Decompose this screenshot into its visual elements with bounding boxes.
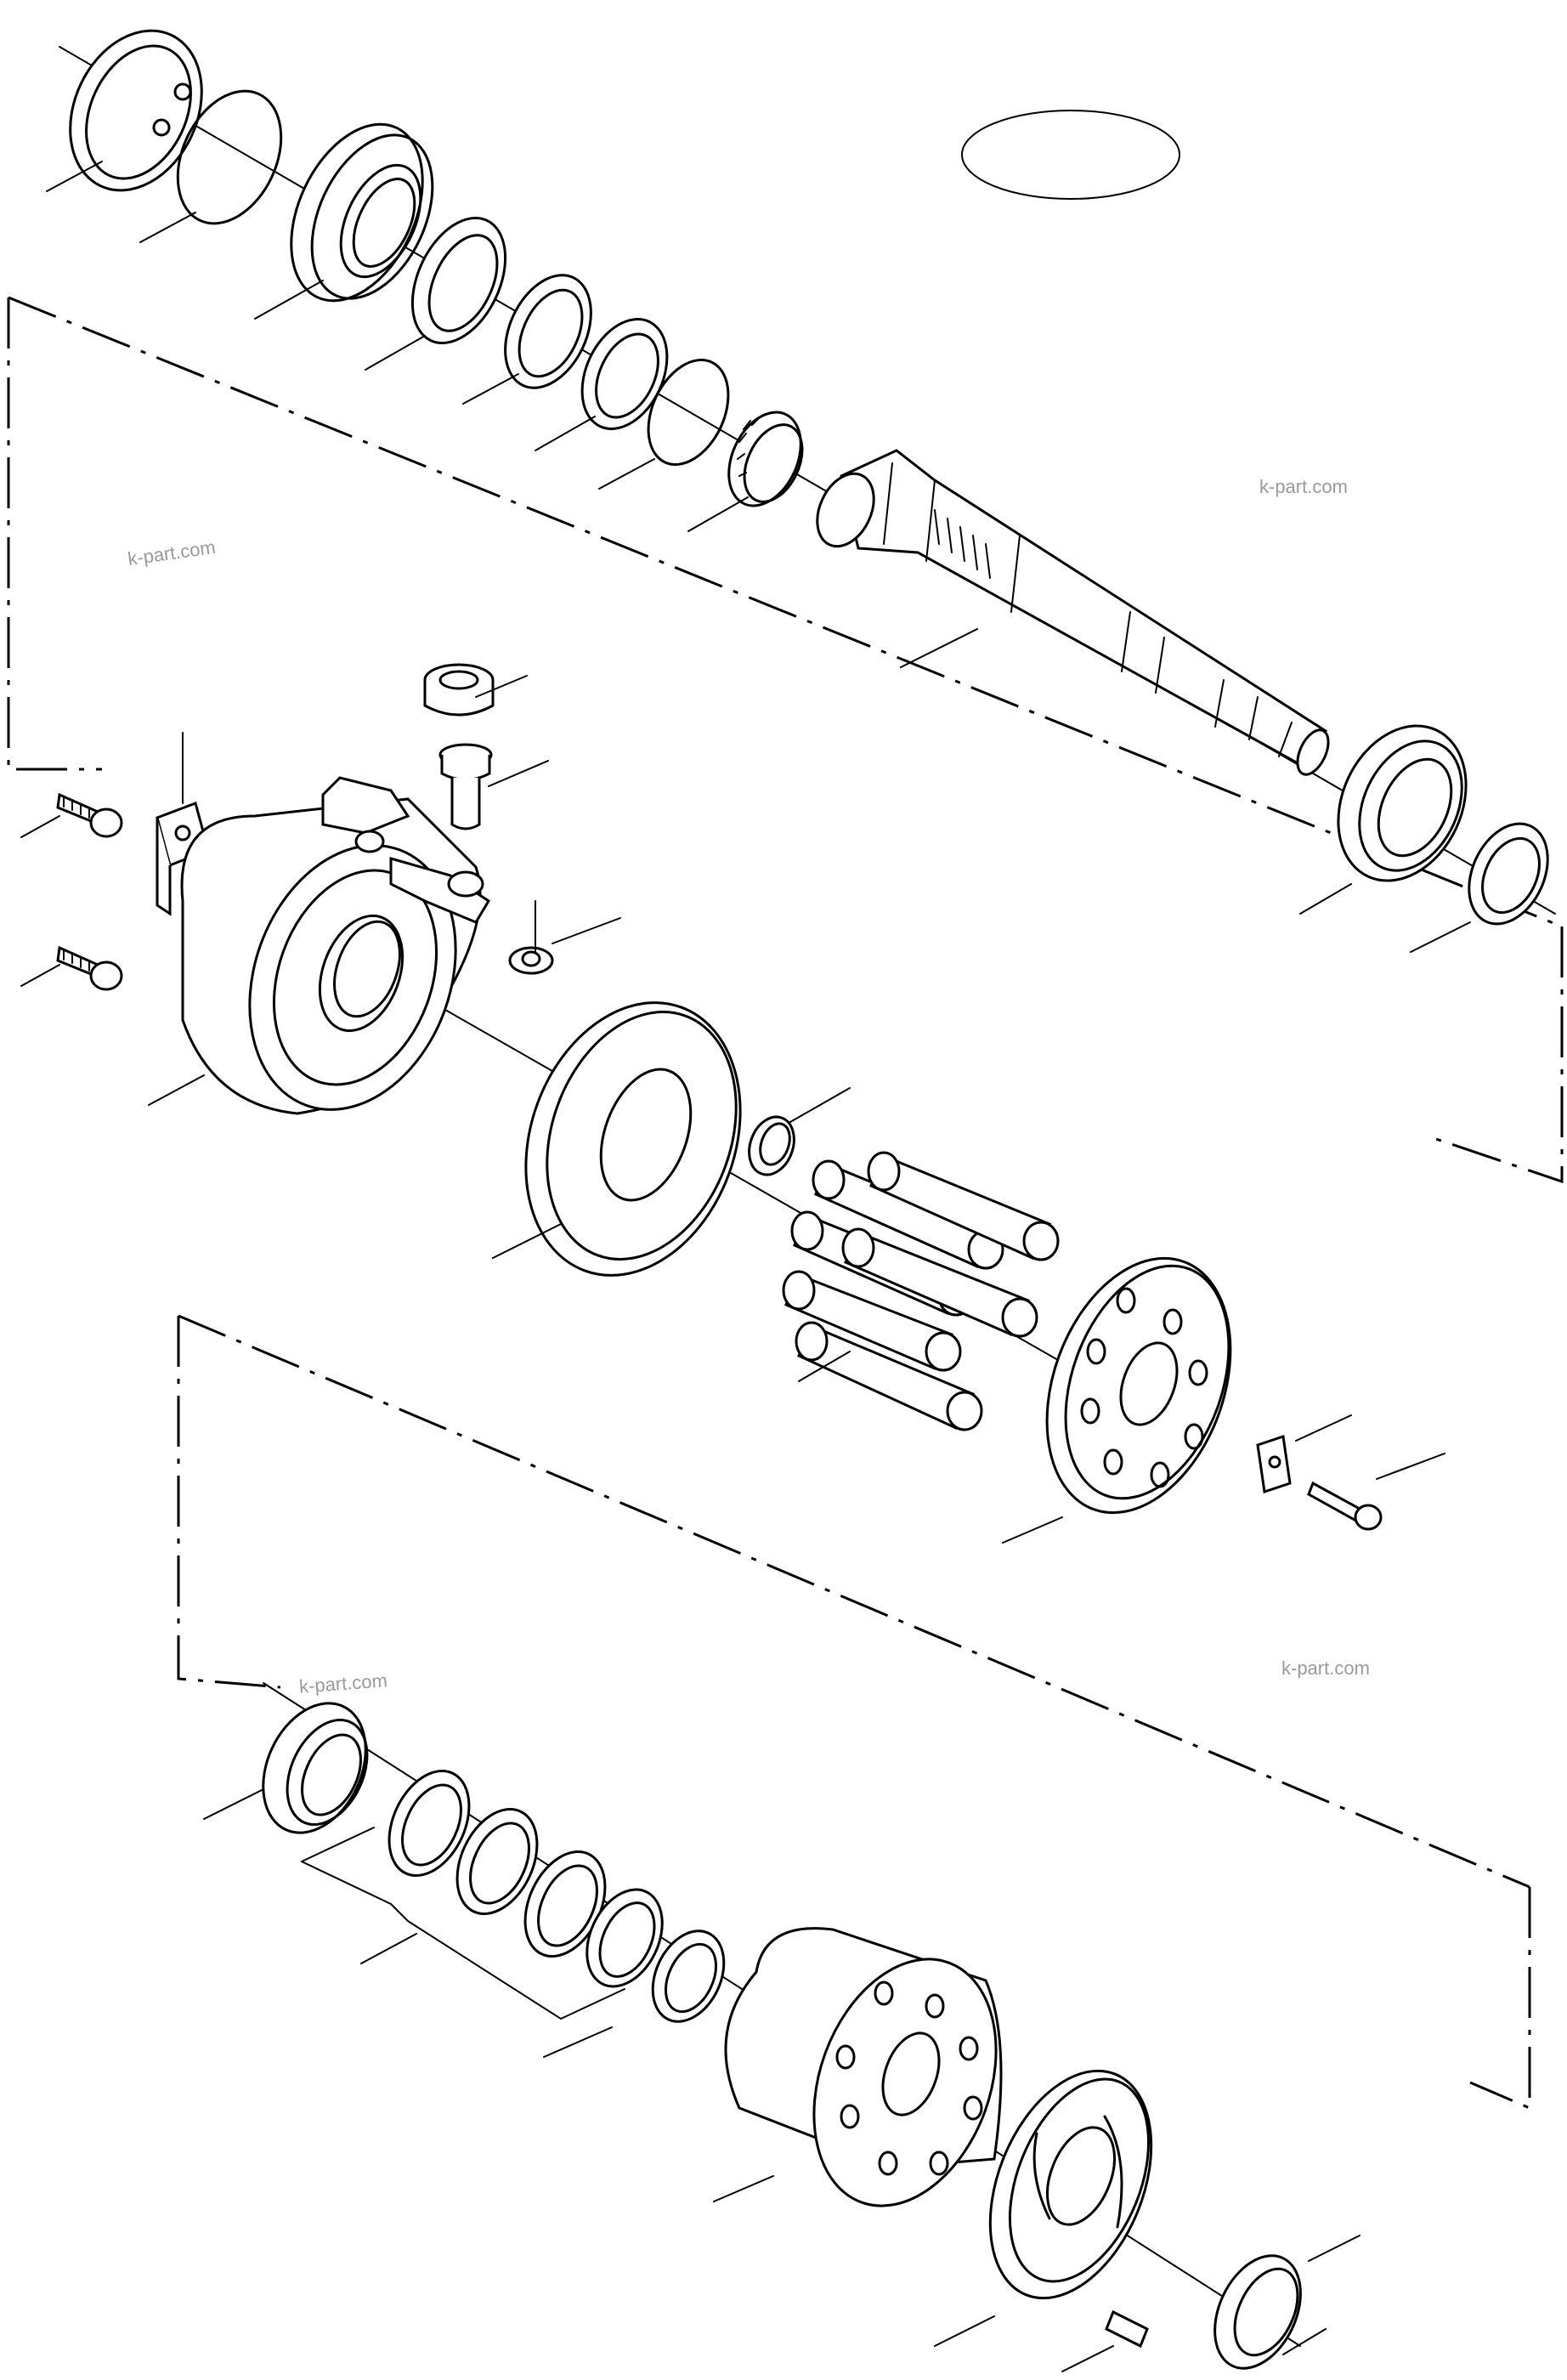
watermark-text: k-part.com bbox=[1259, 476, 1348, 497]
bushing-sleeve bbox=[748, 1115, 795, 1176]
shim-ring-rear bbox=[1468, 822, 1549, 926]
piston-6 bbox=[795, 1321, 983, 1431]
seal-ring-2 bbox=[504, 274, 592, 389]
small-lock-plate bbox=[1256, 1435, 1292, 1493]
bushing-top bbox=[423, 663, 495, 717]
socket-bolt-lower bbox=[56, 945, 123, 991]
oil-seal-housing bbox=[290, 122, 434, 303]
piston-1 bbox=[812, 1159, 1004, 1270]
leader-lines bbox=[20, 161, 1471, 2372]
spring-washer bbox=[508, 946, 554, 975]
snap-ring-large bbox=[69, 29, 203, 192]
piston-5 bbox=[782, 1270, 962, 1372]
blank-oval-callout bbox=[961, 110, 1180, 200]
socket-bolt-upper bbox=[56, 792, 123, 838]
watermark-text: k-part.com bbox=[1281, 1658, 1370, 1679]
valve-plate bbox=[988, 2069, 1153, 2300]
dowel-pin bbox=[1105, 2309, 1149, 2349]
needle-bearing-rear bbox=[1213, 2254, 1302, 2370]
roller-bearing-rear bbox=[1337, 724, 1468, 882]
group-boundary-lower bbox=[177, 1314, 1531, 2111]
group-boundary-upper bbox=[7, 296, 1564, 1184]
seal-ring-1 bbox=[410, 216, 507, 345]
cylinder-block bbox=[724, 1927, 1003, 2207]
swash-pad-plate bbox=[524, 1001, 742, 1277]
lock-plate bbox=[156, 802, 210, 916]
o-ring-thin bbox=[176, 89, 283, 225]
spring-ring-1 bbox=[388, 1769, 471, 1878]
swash-plate-body bbox=[180, 776, 491, 1115]
small-socket-bolt bbox=[1307, 1481, 1383, 1531]
o-ring-small bbox=[647, 358, 730, 467]
spring-ring-4 bbox=[586, 1888, 664, 1988]
retainer-plate bbox=[1045, 1256, 1232, 1515]
spring-ring-2 bbox=[455, 1807, 539, 1916]
drive-shaft bbox=[816, 449, 1330, 776]
piston-set bbox=[782, 1151, 1060, 1431]
spring-ring-5 bbox=[651, 1930, 726, 2023]
piston-2 bbox=[867, 1151, 1060, 1261]
piston-4 bbox=[841, 1227, 1038, 1338]
bearing-race-front bbox=[262, 1702, 369, 1834]
pin-top bbox=[438, 743, 493, 830]
ring-nut bbox=[727, 411, 804, 507]
